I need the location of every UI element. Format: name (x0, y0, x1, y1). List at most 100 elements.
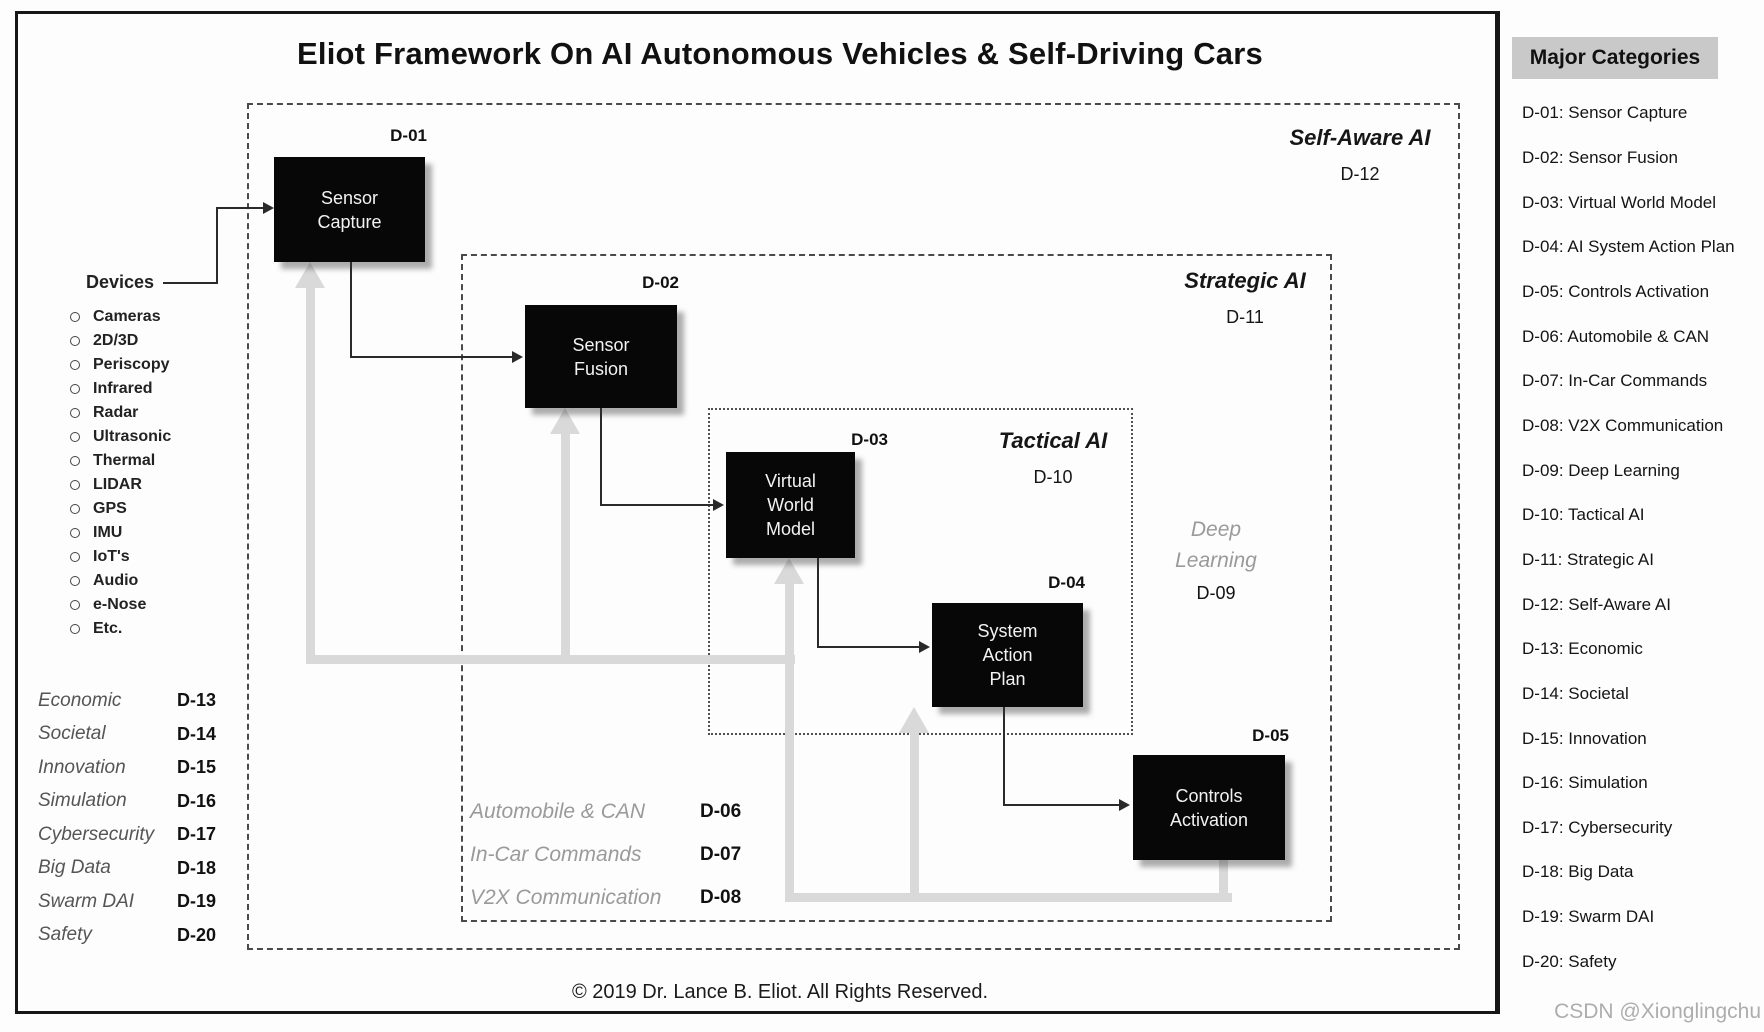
box-sensor-fusion: Sensor Fusion (525, 305, 677, 408)
box-line: Virtual (765, 471, 816, 491)
device-name: IMU (93, 524, 123, 541)
context-row: Cybersecurity D-17 (38, 818, 268, 852)
box-line: Activation (1169, 809, 1249, 830)
right-arrow-icon (1119, 799, 1130, 811)
feedback-bus-lower (785, 893, 1232, 902)
zone-name: Tactical AI (998, 428, 1108, 453)
sidebar-category-item: D-19: Swarm DAI (1522, 907, 1655, 927)
connector-world-model-to-action-plan (817, 646, 921, 648)
right-arrow-icon (512, 351, 523, 363)
box-line: System (977, 621, 1038, 641)
context-label: Societal (38, 723, 106, 745)
sidebar-category-item: D-07: In-Car Commands (1522, 371, 1708, 391)
device-name: Thermal (93, 452, 156, 469)
devices-connector (216, 207, 218, 284)
right-arrow-icon (713, 499, 724, 511)
right-arrow-icon (919, 641, 930, 653)
deep-learning-label: Deep Learning D-09 (1116, 514, 1316, 604)
box-line: Sensor (572, 334, 630, 355)
zone-strategic-ai (461, 254, 1332, 922)
context-row: Economic D-13 (38, 684, 268, 718)
device-name: Audio (93, 572, 139, 589)
deep-learning-line1: Deep (1190, 518, 1242, 541)
device-name: Etc. (93, 620, 123, 637)
sidebar-category-item: D-15: Innovation (1522, 728, 1647, 748)
context-row: Big Data D-18 (38, 852, 268, 886)
context-code: D-16 (177, 790, 217, 811)
copyright-text: © 2019 Dr. Lance B. Eliot. All Rights Re… (571, 981, 989, 1003)
context-code: D-20 (177, 924, 217, 945)
circle-bullet-icon (70, 576, 80, 586)
sidebar-category-item: D-18: Big Data (1522, 862, 1634, 882)
zone-label-tactical: Tactical AI D-10 (943, 428, 1163, 488)
box-line: Sensor (320, 187, 379, 208)
circle-bullet-icon (70, 336, 80, 346)
circle-bullet-icon (70, 528, 80, 538)
sidebar-category-item: D-10: Tactical AI (1522, 505, 1645, 525)
context-code: D-14 (177, 723, 217, 744)
context-label: Simulation (38, 790, 127, 812)
connector-action-plan-to-controls (1003, 707, 1005, 806)
system-links-list: Automobile & CAN D-06 In-Car Commands D-… (470, 790, 790, 919)
devices-connector (216, 207, 264, 209)
zone-tactical-ai (708, 408, 1133, 735)
device-list-item: 2D/3D (70, 329, 240, 353)
device-list-item: Infrared (70, 377, 240, 401)
box-line: Controls (1175, 785, 1243, 806)
connector-fusion-to-world-model (600, 504, 715, 506)
right-arrow-icon (263, 202, 274, 214)
box-code-d04: D-04 (1048, 573, 1085, 592)
box-controls-activation: Controls Activation (1133, 755, 1285, 860)
device-name: Periscopy (93, 356, 170, 373)
circle-bullet-icon (70, 480, 80, 490)
zone-code: D-10 (1033, 467, 1073, 487)
circle-bullet-icon (70, 360, 80, 370)
context-label: Safety (38, 924, 92, 946)
feedback-up-arrow-icon (550, 408, 580, 434)
box-code-d03: D-03 (851, 430, 888, 449)
system-link-label: Automobile & CAN (470, 799, 646, 823)
device-name: Infrared (93, 380, 153, 397)
circle-bullet-icon (70, 624, 80, 634)
system-link-code: D-06 (700, 800, 742, 822)
device-list-item: LIDAR (70, 473, 240, 497)
feedback-up-arrow-icon (295, 262, 325, 288)
feedback-riser-virtual-world-model (785, 582, 794, 902)
device-name: 2D/3D (93, 332, 139, 349)
circle-bullet-icon (70, 384, 80, 394)
box-code-d01: D-01 (390, 126, 427, 145)
sidebar-category-item: D-03: Virtual World Model (1522, 192, 1717, 212)
box-line: Fusion (573, 358, 629, 379)
sidebar-category-item: D-20: Safety (1522, 951, 1617, 971)
context-label: Swarm DAI (38, 890, 135, 912)
sidebar-category-item: D-11: Strategic AI (1522, 549, 1654, 569)
sidebar-category-item: D-02: Sensor Fusion (1522, 147, 1678, 167)
device-name: IoT's (93, 548, 130, 565)
connector-action-plan-to-controls (1003, 804, 1121, 806)
sidebar-category-item: D-06: Automobile & CAN (1522, 326, 1710, 346)
circle-bullet-icon (70, 456, 80, 466)
system-link-row: Automobile & CAN D-06 (470, 790, 790, 833)
diagram-title: Eliot Framework On AI Autonomous Vehicle… (297, 36, 1263, 71)
box-line: Plan (989, 669, 1026, 689)
context-code: D-18 (177, 857, 217, 878)
zone-self-aware-ai (247, 103, 1460, 950)
feedback-up-arrow-icon (899, 707, 929, 733)
circle-bullet-icon (70, 408, 80, 418)
device-name: LIDAR (93, 476, 142, 493)
system-link-label: In-Car Commands (470, 842, 642, 866)
sidebar-category-item: D-09: Deep Learning (1522, 460, 1680, 480)
device-list-item: Ultrasonic (70, 425, 240, 449)
box-virtual-world-model: Virtual World Model (726, 452, 855, 558)
context-label: Innovation (38, 756, 126, 778)
feedback-riser-sensor-fusion (561, 432, 570, 664)
connector-capture-to-fusion (350, 262, 352, 358)
devices-label: Devices (86, 272, 155, 292)
context-label: Cybersecurity (38, 823, 155, 845)
sidebar-category-item: D-14: Societal (1522, 683, 1629, 703)
connector-capture-to-fusion (350, 356, 512, 358)
sidebar-category-item: D-17: Cybersecurity (1522, 817, 1673, 837)
box-line: Action (982, 645, 1033, 665)
box-sensor-capture: Sensor Capture (274, 157, 425, 262)
